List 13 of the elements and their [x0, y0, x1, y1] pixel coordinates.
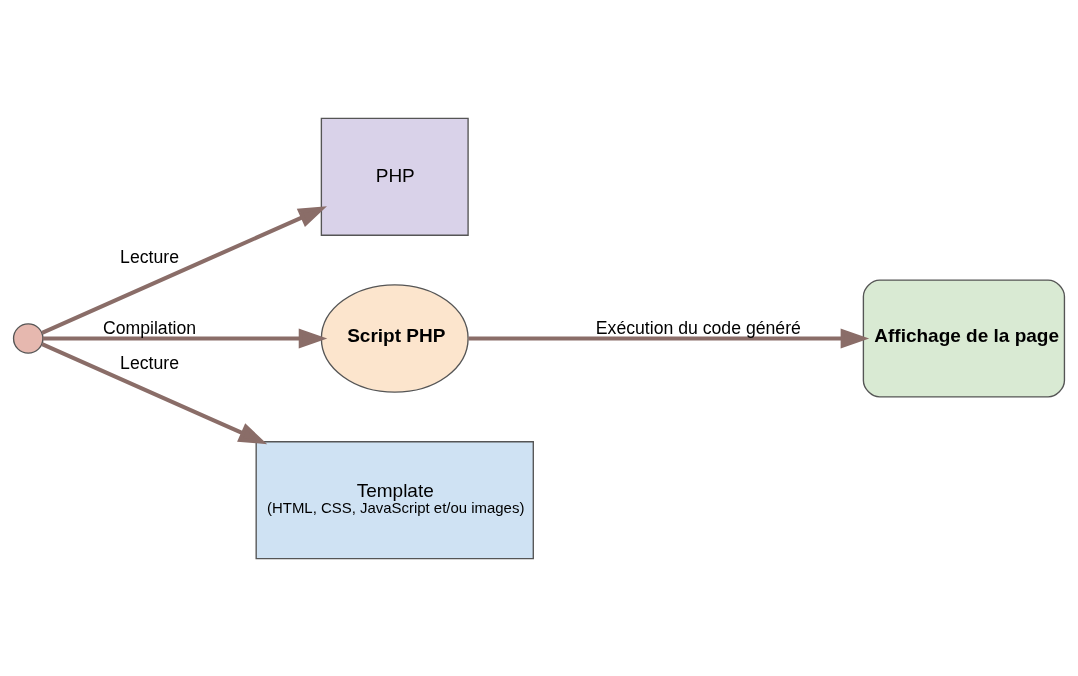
edge-label: Exécution du code généré	[595, 317, 801, 338]
node-box: Affichage de la page	[862, 278, 1066, 398]
arrow	[41, 205, 327, 335]
node-box: Template (HTML, CSS, JavaScript et/ou images)	[255, 440, 534, 559]
arrow	[42, 328, 328, 348]
edge-label: Compilation	[102, 317, 197, 338]
edge-label: Lecture	[120, 352, 179, 373]
node-ellipse: Script PHP	[320, 283, 469, 393]
node-box: PHP	[320, 117, 469, 236]
arrow	[41, 341, 268, 444]
node-point	[12, 322, 44, 354]
arrow	[468, 328, 870, 348]
edge-label: Lecture	[120, 246, 179, 267]
